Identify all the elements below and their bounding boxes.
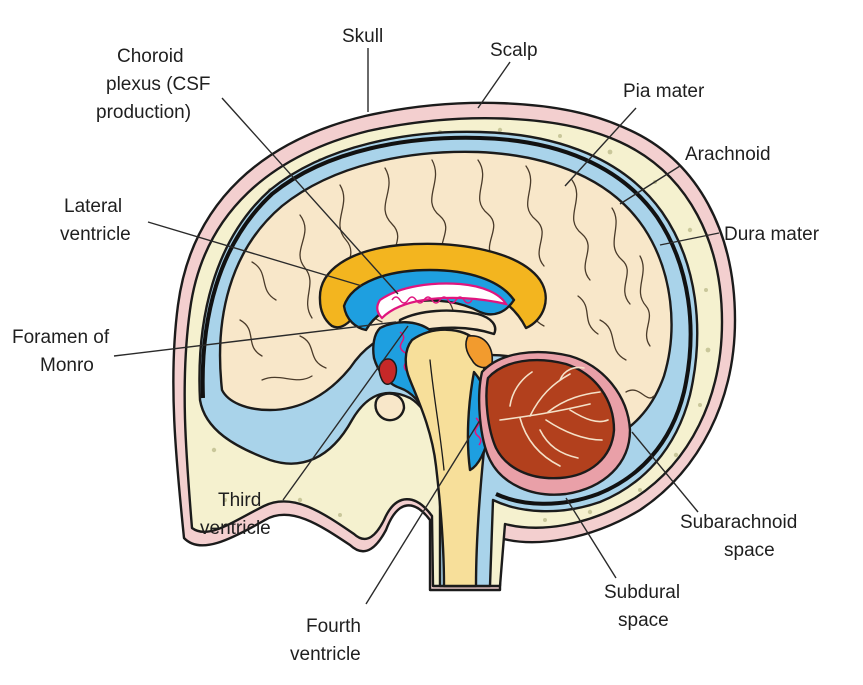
label-foramen-monro-line2: Monro <box>40 355 94 376</box>
label-foramen-monro-line1: Foramen of <box>12 327 110 348</box>
label-choroid-plexus-line1: Choroid <box>117 46 184 67</box>
label-skull: Skull <box>342 26 383 47</box>
leader-choroid-plexus <box>221 97 399 295</box>
third-ventricle-plexus <box>399 331 409 373</box>
leader-subdural <box>565 497 617 579</box>
leader-lateral-ventricle <box>147 221 363 287</box>
label-fourth-ventricle-line2: ventricle <box>290 644 361 665</box>
leader-dura-mater <box>659 232 720 246</box>
leader-scalp <box>477 61 511 109</box>
label-third-ventricle-line2: ventricle <box>200 518 271 539</box>
hypothalamus <box>378 358 398 385</box>
label-scalp: Scalp <box>490 40 538 61</box>
label-dura-mater: Dura mater <box>724 224 820 245</box>
label-subdural-line2: space <box>618 610 669 631</box>
leader-arachnoid <box>619 165 681 205</box>
label-choroid-plexus-line2: plexus (CSF <box>106 74 211 95</box>
leader-fourth-ventricle <box>365 419 481 605</box>
label-arachnoid: Arachnoid <box>685 144 771 165</box>
choroid-plexus-band <box>376 282 509 320</box>
pituitary <box>374 392 406 422</box>
label-subarachnoid-line1: Subarachnoid <box>680 512 797 533</box>
leader-lines <box>113 48 720 605</box>
brainstem-pons-line <box>429 359 445 471</box>
leader-subarachnoid <box>631 431 699 513</box>
cerebellum <box>485 358 616 480</box>
label-subdural-line1: Subdural <box>604 582 680 603</box>
label-subarachnoid-line2: space <box>724 540 775 561</box>
tectum <box>465 335 493 369</box>
label-lateral-ventricle-line2: ventricle <box>60 224 131 245</box>
leader-foramen-monro <box>113 321 397 357</box>
dura-mater-line <box>200 135 693 506</box>
label-third-ventricle-line1: Third <box>218 490 261 511</box>
cerebellum-arbor-vitae <box>499 366 609 467</box>
cerebrum-gyri <box>239 159 655 399</box>
leader-third-ventricle <box>282 325 409 501</box>
label-fourth-ventricle-line1: Fourth <box>306 616 361 637</box>
corpus-callosum <box>318 242 547 330</box>
label-pia-mater: Pia mater <box>623 81 705 102</box>
label-choroid-plexus-line3: production) <box>96 102 191 123</box>
leader-pia-mater <box>564 107 637 187</box>
label-lateral-ventricle-line1: Lateral <box>64 196 122 217</box>
